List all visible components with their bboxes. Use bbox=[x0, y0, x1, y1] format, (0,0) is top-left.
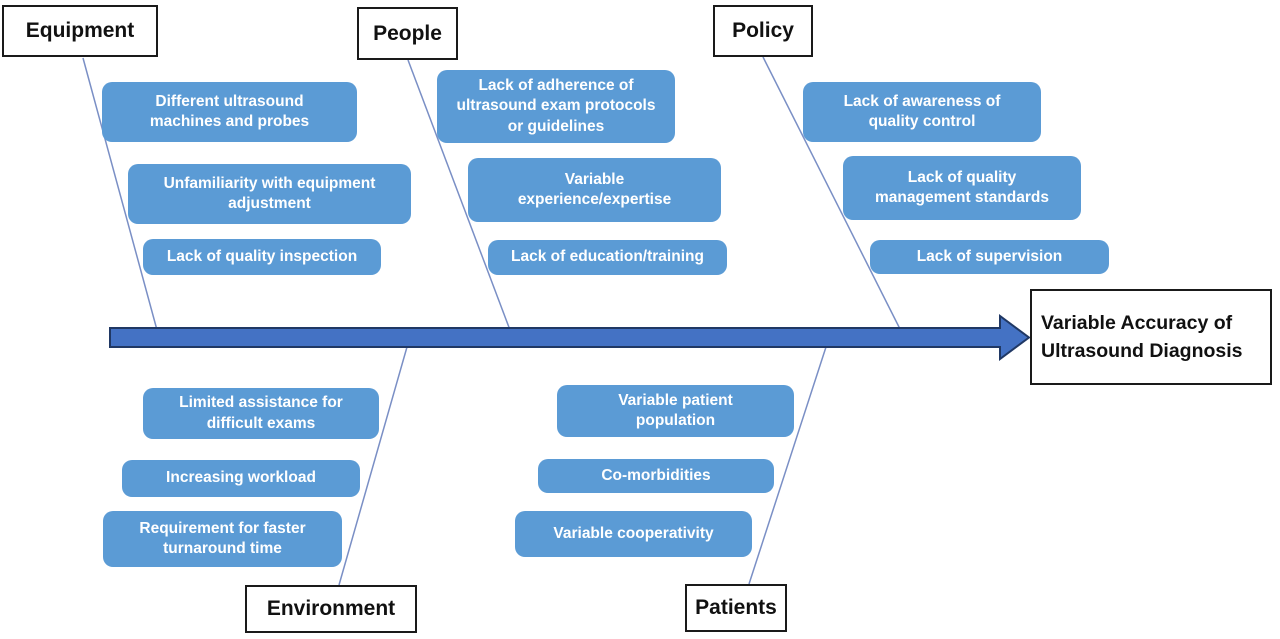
cause-box-patients-2: Co-morbidities bbox=[538, 459, 774, 493]
cause-box-policy-2: Lack of quality management standards bbox=[843, 156, 1081, 220]
cause-box-patients-1: Variable patient population bbox=[557, 385, 794, 437]
cause-box-patients-3: Variable cooperativity bbox=[515, 511, 752, 557]
cause-box-policy-3: Lack of supervision bbox=[870, 240, 1109, 274]
spine-arrow bbox=[109, 314, 1031, 361]
category-label-people: People bbox=[357, 7, 458, 60]
cause-box-equipment-1: Different ultrasound machines and probes bbox=[102, 82, 357, 142]
equipment-branch-line bbox=[82, 57, 158, 331]
category-label-environment: Environment bbox=[245, 585, 417, 633]
category-label-policy: Policy bbox=[713, 5, 813, 57]
cause-box-environment-2: Increasing workload bbox=[122, 460, 360, 497]
cause-box-equipment-2: Unfamiliarity with equipment adjustment bbox=[128, 164, 411, 224]
cause-box-people-3: Lack of education/training bbox=[488, 240, 727, 275]
cause-box-people-1: Lack of adherence of ultrasound exam pro… bbox=[437, 70, 675, 143]
category-label-patients: Patients bbox=[685, 584, 787, 632]
cause-box-people-2: Variable experience/expertise bbox=[468, 158, 721, 222]
people-branch-line bbox=[407, 59, 511, 331]
effect-box: Variable Accuracy of Ultrasound Diagnosi… bbox=[1030, 289, 1272, 385]
cause-box-policy-1: Lack of awareness of quality control bbox=[803, 82, 1041, 142]
cause-box-environment-1: Limited assistance for difficult exams bbox=[143, 388, 379, 439]
patients-branch-line bbox=[748, 346, 827, 585]
cause-box-equipment-3: Lack of quality inspection bbox=[143, 239, 381, 275]
policy-branch-line bbox=[762, 56, 901, 330]
category-label-equipment: Equipment bbox=[2, 5, 158, 57]
environment-branch-line bbox=[338, 346, 408, 586]
cause-box-environment-3: Requirement for faster turnaround time bbox=[103, 511, 342, 567]
